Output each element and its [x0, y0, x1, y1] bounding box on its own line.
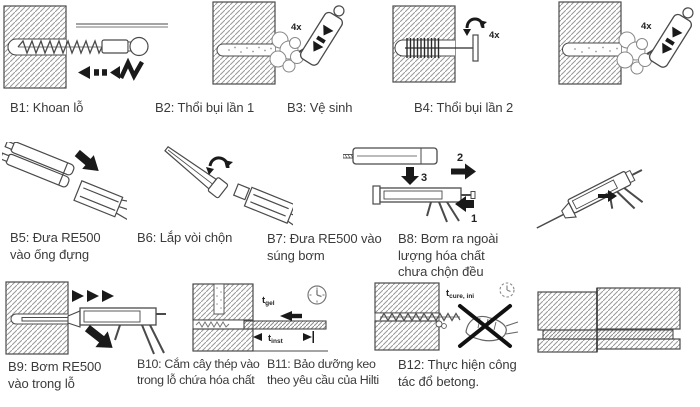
b9-caption: B9: Bơm RE500 vào trong lỗ — [8, 359, 102, 391]
concrete-base-icon — [192, 283, 328, 352]
brush-icon — [405, 34, 479, 62]
insert-arrow-icon — [74, 149, 99, 171]
concrete-wall-icon — [558, 1, 622, 85]
mixing-nozzle-icon — [164, 145, 229, 199]
b1-caption: B1: Khoan lỗ — [10, 100, 84, 115]
rebar-icon — [542, 329, 674, 340]
concrete-wall-icon — [212, 1, 276, 85]
step2-label: 2 — [457, 152, 463, 164]
inject-arrows-icon — [72, 290, 114, 302]
cartridge-holder-icon — [73, 180, 127, 221]
press-arrow-icon — [84, 324, 113, 348]
b5-caption: B5: Đưa RE500 vào ống đựng — [10, 230, 101, 262]
b10-caption: B10: Cắm cây thép vào trong lỗ chứa hóa … — [137, 357, 260, 387]
threaded-rod-icon — [379, 312, 461, 329]
insert-left-arrow-icon — [280, 311, 302, 321]
b2-caption: B2: Thổi bụi lần 1 — [155, 100, 255, 115]
rebar-icon — [243, 320, 327, 330]
b7-illustration: 3 2 1 — [343, 147, 477, 225]
dispenser-gun-icon — [21, 307, 166, 355]
b11-caption: B11: Bảo dưỡng keo theo yêu cầu của Hilt… — [267, 357, 379, 387]
dust-cloud-icon — [269, 31, 304, 73]
b3-illustration: 4x — [392, 5, 500, 83]
b10-illustration: tgel tinst — [192, 283, 328, 352]
dust-cloud-icon — [616, 31, 652, 75]
hammer-drill-mode-icon — [78, 57, 144, 81]
b4-illustration: 4x — [558, 1, 694, 85]
b1-illustration — [3, 5, 168, 89]
b12-caption: B12: Thực hiện công tác đổ betong. — [398, 357, 517, 389]
b6-caption: B6: Lắp vòi chộn — [137, 230, 233, 245]
install-time-label: tinst — [268, 333, 284, 345]
rotation-arrows-icon — [206, 156, 233, 175]
gel-time-label: tgel — [262, 295, 275, 307]
repeat-count-label: 4x — [291, 22, 302, 33]
b8-illustration — [536, 169, 644, 229]
b8-caption: B8: Bơm ra ngoài lượng hóa chất chưa chộ… — [398, 231, 499, 280]
rotation-arrows-icon — [463, 17, 487, 36]
dispenser-gun-icon — [372, 185, 476, 223]
new-concrete-icon — [596, 287, 681, 350]
b5-illustration — [2, 142, 127, 221]
step1-label: 1 — [471, 213, 477, 225]
b12-illustration — [537, 287, 681, 353]
cartridge-in-holder-icon — [232, 183, 293, 228]
b9-illustration — [5, 281, 166, 355]
existing-concrete-icon — [537, 291, 598, 353]
drill-bit-icon — [17, 23, 168, 57]
b7-caption: B7: Đưa RE500 vào súng bơm — [267, 231, 382, 263]
repeat-count-label: 4x — [641, 21, 652, 32]
repeat-count-label: 4x — [489, 30, 500, 41]
b2-illustration: 4x — [212, 1, 345, 85]
step3-label: 3 — [421, 172, 427, 184]
blow-pump-icon — [299, 5, 345, 66]
b4-caption: B4: Thổi bụi lần 2 — [414, 100, 514, 115]
step1-arrow-icon — [455, 196, 474, 212]
re500-cartridge-icon — [2, 142, 75, 188]
step2-arrow-icon — [451, 163, 476, 180]
cure-time-label: tcure, ini — [446, 288, 474, 300]
b6-illustration — [164, 145, 293, 228]
prohibition-x-icon — [458, 304, 512, 348]
clock-icon — [499, 282, 515, 298]
dispense-arrow-icon — [598, 190, 617, 202]
dispenser-gun-icon — [536, 169, 644, 229]
re500-cartridge-icon — [343, 147, 438, 165]
blow-pump-icon — [648, 7, 694, 68]
b11-illustration: tcure, ini — [374, 282, 519, 351]
b3-caption: B3: Vệ sinh — [287, 100, 353, 115]
clock-icon — [307, 285, 327, 305]
install-time-arrows-icon — [253, 331, 314, 343]
step3-arrow-icon — [401, 167, 419, 185]
